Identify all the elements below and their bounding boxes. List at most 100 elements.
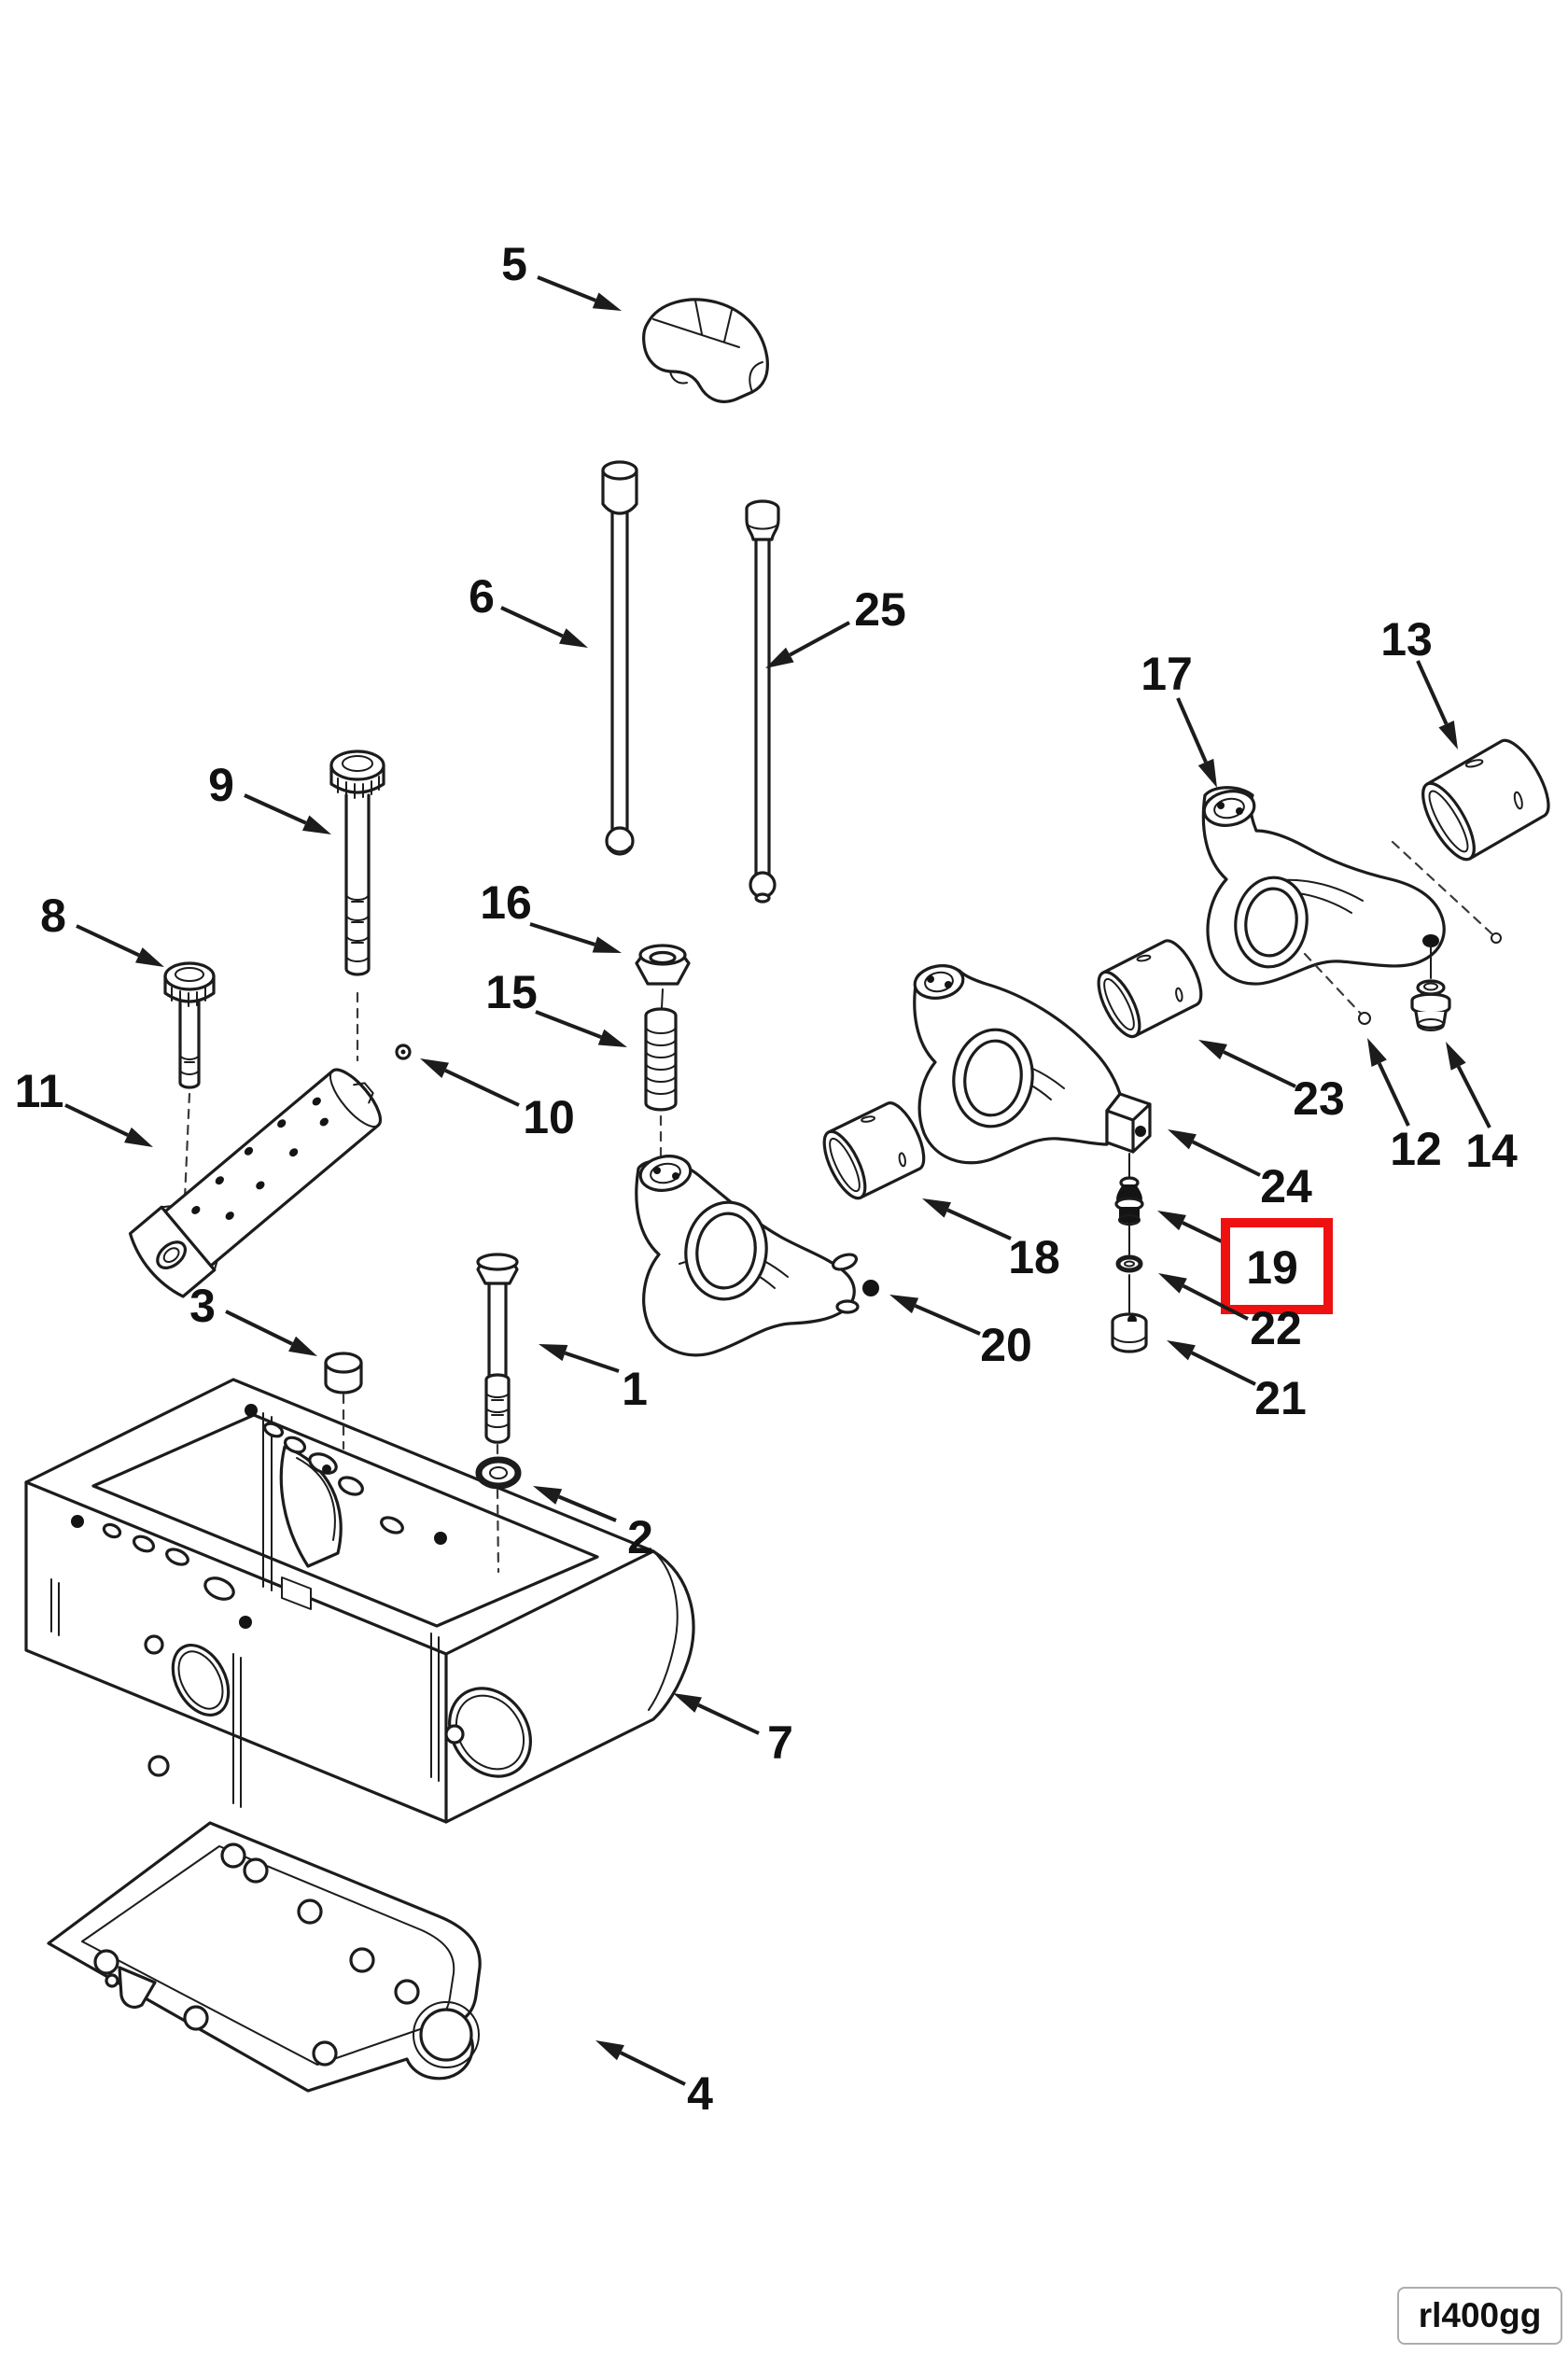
leader-arrowhead-11: [124, 1127, 153, 1147]
callout-2[interactable]: 2: [533, 1486, 653, 1563]
callout-3[interactable]: 3: [189, 1280, 317, 1356]
callout-1[interactable]: 1: [539, 1344, 648, 1415]
part-25-push-rod: [745, 499, 780, 904]
leader-line-7: [697, 1702, 760, 1735]
part-24-rocker-lever: [913, 964, 1152, 1165]
figure-code: rl400gg: [1418, 2296, 1542, 2334]
leader-arrowhead-9: [301, 815, 331, 834]
leader-line-15: [535, 1010, 602, 1040]
callout-number-15[interactable]: 15: [485, 966, 538, 1018]
leader-line-22: [1182, 1283, 1249, 1321]
leader-line-10: [444, 1068, 520, 1107]
leader-arrowhead-18: [922, 1198, 952, 1218]
part-4-gasket: [47, 1821, 482, 2093]
callout-number-6[interactable]: 6: [469, 570, 495, 623]
callout-24[interactable]: 24: [1168, 1129, 1312, 1212]
leader-arrowhead-12: [1367, 1038, 1387, 1067]
leader-line-9: [244, 793, 307, 825]
leader-line-21: [1191, 1351, 1256, 1386]
part-10-plug: [395, 1044, 412, 1060]
callout-14[interactable]: 14: [1446, 1042, 1518, 1177]
leader-line-19: [1182, 1221, 1228, 1246]
leader-line-20: [914, 1304, 981, 1336]
callout-22[interactable]: 22: [1158, 1273, 1302, 1354]
leader-line-17: [1176, 697, 1208, 764]
leader-arrowhead-15: [597, 1029, 627, 1047]
callout-number-10[interactable]: 10: [523, 1091, 575, 1143]
leader-line-23: [1223, 1050, 1296, 1088]
callout-21[interactable]: 21: [1167, 1340, 1307, 1424]
callout-number-13[interactable]: 13: [1380, 613, 1433, 666]
callout-number-1[interactable]: 1: [622, 1363, 648, 1415]
callout-number-17[interactable]: 17: [1141, 648, 1193, 700]
callout-9[interactable]: 9: [208, 759, 331, 834]
part-15-adjusting-screw: [644, 1007, 678, 1163]
leader-line-1: [564, 1351, 620, 1373]
callout-number-7[interactable]: 7: [767, 1716, 793, 1769]
callout-number-23[interactable]: 23: [1293, 1072, 1345, 1125]
part-2-washer: [475, 1456, 522, 1490]
callout-18[interactable]: 18: [922, 1198, 1060, 1283]
part-1-bolt: [476, 1253, 519, 1574]
leader-line-3: [225, 1310, 293, 1346]
callout-13[interactable]: 13: [1380, 613, 1458, 750]
leader-line-14: [1456, 1065, 1491, 1128]
callout-10[interactable]: 10: [420, 1058, 575, 1143]
callout-number-25[interactable]: 25: [854, 583, 906, 636]
callout-number-3[interactable]: 3: [189, 1280, 216, 1332]
callout-number-22[interactable]: 22: [1250, 1302, 1302, 1354]
callout-number-12[interactable]: 12: [1390, 1123, 1442, 1175]
callout-20[interactable]: 20: [889, 1295, 1032, 1371]
part-22-o-ring: [1115, 1254, 1143, 1273]
callout-number-18[interactable]: 18: [1008, 1231, 1060, 1283]
leader-arrowhead-10: [420, 1058, 449, 1078]
leader-arrowhead-24: [1168, 1129, 1197, 1150]
callout-19[interactable]: 19: [1157, 1211, 1333, 1314]
callout-number-19[interactable]: 19: [1246, 1241, 1298, 1294]
leader-line-24: [1191, 1140, 1261, 1177]
leader-arrowhead-1: [539, 1344, 568, 1362]
part-3-cup-plug: [324, 1352, 363, 1450]
callout-number-16[interactable]: 16: [480, 876, 532, 929]
callout-11[interactable]: 11: [15, 1065, 153, 1147]
part-11-rocker-shaft: [128, 1068, 383, 1298]
callout-12[interactable]: 12: [1367, 1038, 1442, 1175]
callout-number-20[interactable]: 20: [980, 1319, 1032, 1371]
callout-number-8[interactable]: 8: [40, 890, 66, 942]
leader-line-6: [500, 606, 564, 638]
part-5-valve-crosshead: [642, 298, 769, 403]
callout-number-4[interactable]: 4: [687, 2067, 713, 2120]
callout-number-9[interactable]: 9: [208, 759, 234, 811]
callout-25[interactable]: 25: [765, 583, 906, 668]
leader-line-13: [1416, 660, 1449, 725]
part-8-bolt-short: [163, 961, 216, 1200]
callout-number-11[interactable]: 11: [15, 1065, 64, 1117]
part-21-plug: [1111, 1312, 1148, 1353]
callout-7[interactable]: 7: [673, 1693, 793, 1769]
leader-arrowhead-3: [288, 1336, 317, 1356]
leader-arrowhead-17: [1197, 758, 1217, 788]
leader-arrowhead-23: [1198, 1040, 1227, 1060]
callout-8[interactable]: 8: [40, 890, 164, 967]
callout-number-14[interactable]: 14: [1465, 1125, 1518, 1177]
callout-17[interactable]: 17: [1141, 648, 1217, 788]
callout-number-24[interactable]: 24: [1260, 1160, 1312, 1212]
callout-6[interactable]: 6: [469, 570, 588, 648]
callout-15[interactable]: 15: [485, 966, 627, 1047]
leader-arrowhead-19: [1157, 1211, 1186, 1231]
part-6-push-rod: [601, 460, 638, 856]
callout-number-2[interactable]: 2: [627, 1511, 653, 1563]
diagram-artwork: [24, 298, 1550, 2093]
callout-16[interactable]: 16: [480, 876, 622, 953]
callout-number-5[interactable]: 5: [501, 238, 527, 290]
callout-23[interactable]: 23: [1198, 1040, 1345, 1125]
callout-number-21[interactable]: 21: [1254, 1372, 1307, 1424]
callout-5[interactable]: 5: [501, 238, 622, 311]
leader-line-4: [620, 2051, 686, 2086]
part-14-cap: [1410, 979, 1451, 1031]
leader-arrowhead-7: [673, 1693, 702, 1713]
callout-4[interactable]: 4: [595, 2040, 713, 2120]
part-18-bushing: [822, 1101, 926, 1200]
